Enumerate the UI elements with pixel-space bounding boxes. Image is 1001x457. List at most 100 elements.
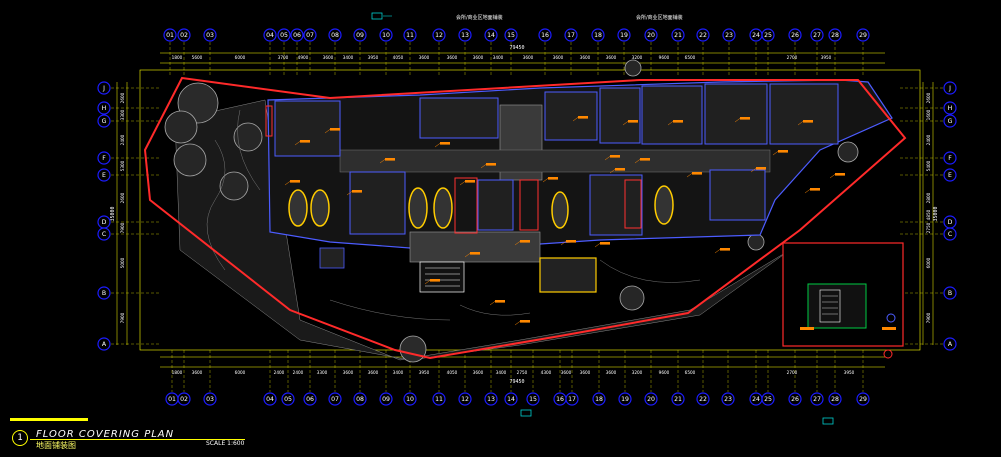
svg-text:25: 25 xyxy=(764,32,772,39)
svg-text:24: 24 xyxy=(752,396,760,403)
left-span-label: 2600 xyxy=(120,192,125,203)
left-span-label: 5300 xyxy=(120,160,125,171)
svg-text:10: 10 xyxy=(382,32,390,39)
material-tag xyxy=(330,128,340,131)
svg-text:21: 21 xyxy=(674,32,682,39)
svg-text:23: 23 xyxy=(724,396,732,403)
column-bubble-top-13: 13 xyxy=(458,28,472,42)
row-bubble-right-B: B xyxy=(943,286,957,300)
column-bubble-bottom-03: 03 xyxy=(203,392,217,406)
column-bubble-top-21: 21 xyxy=(671,28,685,42)
svg-text:02: 02 xyxy=(180,396,188,403)
column-bubble-top-06: 06 xyxy=(290,28,304,42)
top-span-label: 5600 xyxy=(192,55,203,60)
material-tag xyxy=(430,279,440,282)
bottom-span-label: 3600 xyxy=(343,370,354,375)
drawing-frame xyxy=(139,69,921,351)
material-tag xyxy=(803,120,813,123)
column-bubble-bottom-21: 21 xyxy=(671,392,685,406)
title-accent-bar xyxy=(10,418,88,421)
svg-text:19: 19 xyxy=(621,396,629,403)
drawing-subtitle: 地面铺装图 xyxy=(36,441,76,450)
paved-plaza xyxy=(409,231,541,263)
bottom-span-label: 1800 xyxy=(172,370,183,375)
bottom-span-label: 3200 xyxy=(632,370,643,375)
row-bubble-left-H: H xyxy=(97,101,111,115)
bottom-span-label: 3400 xyxy=(496,370,507,375)
dimension-total-left: 35000 xyxy=(110,206,116,221)
callout-marker-bottom-left xyxy=(520,409,532,417)
svg-text:19: 19 xyxy=(620,32,628,39)
svg-text:10: 10 xyxy=(406,396,414,403)
row-grid-lines xyxy=(111,87,943,345)
row-bubble-left-B: B xyxy=(97,286,111,300)
top-span-label: 4900 xyxy=(298,55,309,60)
sheet-number-bubble: 1 xyxy=(12,430,28,446)
column-bubble-bottom-19: 19 xyxy=(618,392,632,406)
svg-text:11: 11 xyxy=(435,396,443,403)
landscape-area xyxy=(164,59,859,363)
svg-text:E: E xyxy=(948,172,952,179)
tree-canopy xyxy=(624,59,642,77)
column-bubble-top-23: 23 xyxy=(722,28,736,42)
lobby-room xyxy=(539,257,597,293)
material-tag xyxy=(835,173,845,176)
column-bubble-top-11: 11 xyxy=(403,28,417,42)
material-tag xyxy=(470,252,480,255)
left-span-label: 2400 xyxy=(120,134,125,145)
pool xyxy=(433,187,453,229)
bottom-span-label: 3300 xyxy=(317,370,328,375)
svg-text:13: 13 xyxy=(487,396,495,403)
top-span-label: 3400 xyxy=(493,55,504,60)
top-span-label: 3600 xyxy=(606,55,617,60)
drawing-scale: SCALE 1:600 xyxy=(206,440,245,447)
room xyxy=(477,179,514,231)
top-span-label: 3200 xyxy=(632,55,643,60)
column-bubble-bottom-09: 09 xyxy=(379,392,393,406)
site-boundary xyxy=(143,76,907,360)
material-tag xyxy=(520,320,530,323)
svg-text:A: A xyxy=(102,341,107,348)
svg-text:26: 26 xyxy=(791,32,799,39)
svg-text:18: 18 xyxy=(595,396,603,403)
material-tag xyxy=(673,120,683,123)
bottom-span-label: 3400 xyxy=(393,370,404,375)
top-span-label: 3600 xyxy=(419,55,430,60)
svg-text:21: 21 xyxy=(674,396,682,403)
room xyxy=(769,83,839,145)
material-tag xyxy=(810,188,820,191)
pool xyxy=(310,189,330,227)
svg-text:14: 14 xyxy=(487,32,495,39)
paved-band xyxy=(339,149,771,173)
row-bubble-right-F: F xyxy=(943,151,957,165)
column-bubble-bottom-15: 15 xyxy=(526,392,540,406)
bottom-span-label: 3950 xyxy=(844,370,855,375)
bottom-span-label: 2700 xyxy=(787,370,798,375)
room xyxy=(599,87,641,144)
left-span-label: 7900 xyxy=(120,222,125,233)
column-bubble-top-04: 04 xyxy=(263,28,277,42)
svg-text:25: 25 xyxy=(764,396,772,403)
svg-text:E: E xyxy=(102,172,106,179)
svg-text:06: 06 xyxy=(293,32,301,39)
svg-text:14: 14 xyxy=(507,396,515,403)
column-bubble-bottom-28: 28 xyxy=(828,392,842,406)
bottom-span-label: 3950 xyxy=(419,370,430,375)
drawing-title: FLOOR COVERING PLAN xyxy=(36,429,175,440)
column-bubble-bottom-05: 05 xyxy=(281,392,295,406)
svg-text:07: 07 xyxy=(306,32,314,39)
svg-text:20: 20 xyxy=(647,32,655,39)
svg-text:D: D xyxy=(948,219,953,226)
column-bubble-bottom-12: 12 xyxy=(458,392,472,406)
svg-text:29: 29 xyxy=(859,396,867,403)
top-span-label: 2700 xyxy=(787,55,798,60)
dimension-total-bottom: 79450 xyxy=(509,379,524,385)
row-bubble-right-J: J xyxy=(943,81,957,95)
svg-text:12: 12 xyxy=(435,32,443,39)
column-bubble-top-22: 22 xyxy=(696,28,710,42)
svg-text:04: 04 xyxy=(266,32,274,39)
svg-text:J: J xyxy=(102,85,105,92)
svg-text:C: C xyxy=(948,231,952,238)
material-tag xyxy=(778,150,788,153)
